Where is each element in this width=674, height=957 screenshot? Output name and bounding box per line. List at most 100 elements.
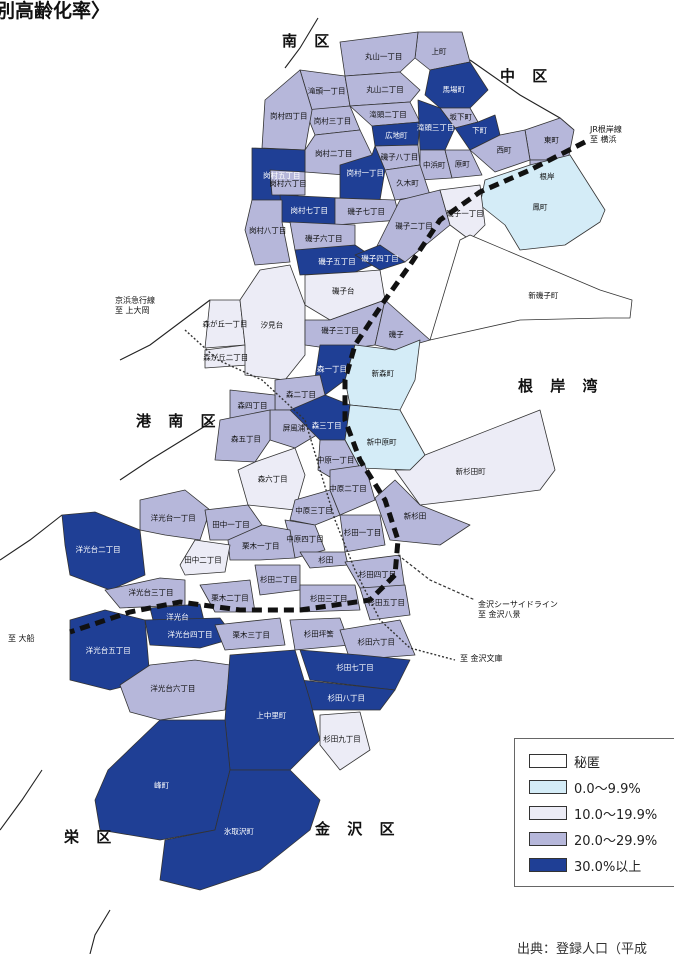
district-label: 新杉田町 xyxy=(456,466,486,476)
district-label: 新森町 xyxy=(372,368,395,378)
district-label: 中原一丁目 xyxy=(317,455,355,465)
district-label: 中原二丁目 xyxy=(329,483,367,493)
district-label: 森三丁目 xyxy=(312,420,342,430)
district-label: 岗村七丁目 xyxy=(291,205,329,215)
district-label: 岗村五丁目 xyxy=(263,170,301,180)
legend-swatch xyxy=(529,780,567,794)
district-isogo-4 xyxy=(354,244,406,271)
district-label: 磯子六丁目 xyxy=(305,233,343,243)
district-label: 上中里町 xyxy=(256,710,286,720)
district-label: 杉田三丁目 xyxy=(310,593,348,603)
district-yokodai-3 xyxy=(104,577,186,609)
district-label: 洋光台四丁目 xyxy=(168,629,213,639)
rail-note-jr: JR根岸線 至 横浜 xyxy=(590,125,622,144)
district-label: 栗木三丁目 xyxy=(233,630,271,640)
rail-note-seaside: 金沢シーサイドライン 至 金沢八景 xyxy=(478,600,558,619)
jr-negishi-line xyxy=(69,139,587,635)
district-label: 洋光台六丁目 xyxy=(150,683,195,693)
district-label: 森が丘一丁目 xyxy=(203,318,248,328)
district-labels: 上町丸山一丁目滝頭一丁目丸山二丁目馬場町岗村三丁目滝頭二丁目坂下町岗村四丁目広地… xyxy=(76,47,560,836)
district-label: 滝頭一丁目 xyxy=(308,86,346,96)
district-okamura-6 xyxy=(269,169,306,196)
district-label: 中浜町 xyxy=(423,160,446,170)
district-label: 磯子台 xyxy=(332,285,355,295)
district-shiomidai xyxy=(239,264,306,381)
district-label: 田中二丁目 xyxy=(184,554,222,564)
district-label: 洋光台五丁目 xyxy=(86,645,131,655)
district-label: 磯子五丁目 xyxy=(318,256,356,266)
district-label: 東町 xyxy=(544,135,559,145)
map-title: 別高齢化率〉 xyxy=(0,0,111,22)
district-label: 森一丁目 xyxy=(317,364,347,374)
district-label: 杉田五丁目 xyxy=(368,597,406,607)
district-nishimachi xyxy=(469,129,531,173)
district-label: 森二丁目 xyxy=(286,389,316,399)
legend-row-secret: 秘匿 xyxy=(529,753,600,771)
district-label: 岗村二丁目 xyxy=(315,148,353,158)
district-label: 森五丁目 xyxy=(231,433,261,443)
legend-swatch xyxy=(529,832,567,846)
region-label-konan: 港 南 区 xyxy=(136,412,222,430)
district-isogo-1 xyxy=(439,184,486,241)
district-kurigi-1 xyxy=(227,524,296,561)
legend-swatch xyxy=(529,806,567,820)
district-label: 森四丁目 xyxy=(238,400,268,410)
district-label: 中原三丁目 xyxy=(295,505,333,515)
region-label-naka: 中 区 xyxy=(500,67,554,85)
district-label: 栗木一丁目 xyxy=(242,541,280,551)
district-label: 杉田九丁目 xyxy=(323,733,361,743)
district-label: 洋光台三丁目 xyxy=(129,587,174,597)
legend-row-20-29: 20.0〜29.9% xyxy=(529,831,657,849)
district-yokodai-4 xyxy=(144,617,236,649)
district-label: 磯子八丁目 xyxy=(381,152,419,162)
district-label: 磯子三丁目 xyxy=(321,325,359,335)
district-mori-5 xyxy=(214,409,271,463)
legend-row-30-plus: 30.0%以上 xyxy=(529,857,642,875)
district-label: 氷取沢町 xyxy=(224,826,254,836)
district-sugita-7 xyxy=(299,649,411,691)
district-sugita-5 xyxy=(359,584,411,621)
district-label: 広地町 xyxy=(385,130,408,140)
district-shinsugita xyxy=(374,479,471,546)
district-label: 新杉田 xyxy=(404,511,427,521)
district-polygons xyxy=(61,31,633,891)
legend-row-10-19: 10.0〜19.9% xyxy=(529,805,658,823)
keikyu-line xyxy=(184,329,456,661)
legend-label: 10.0〜19.9% xyxy=(574,807,658,823)
district-label: 杉田二丁目 xyxy=(260,574,298,584)
district-shin-isogocho xyxy=(429,234,633,341)
district-nakahara-3 xyxy=(289,489,341,526)
district-label: 新磯子町 xyxy=(528,290,558,300)
district-label: 西町 xyxy=(497,145,512,154)
district-isogo xyxy=(374,299,431,351)
district-label: 岗村四丁目 xyxy=(270,111,308,121)
district-label: 洋光台二丁目 xyxy=(76,544,121,554)
district-label: 田中一丁目 xyxy=(212,519,250,529)
district-label: 岗村一丁目 xyxy=(347,167,385,177)
district-label: 森六丁目 xyxy=(258,473,288,483)
district-okamura-8 xyxy=(244,199,291,266)
district-isogo-2 xyxy=(374,189,451,263)
district-label: 上町 xyxy=(432,47,447,56)
district-label: 杉田 xyxy=(318,554,333,564)
district-hitorizawa xyxy=(159,769,321,891)
district-maruyama-2 xyxy=(344,71,421,107)
legend-row-0-9: 0.0〜9.9% xyxy=(529,779,641,797)
district-label: 丸山一丁目 xyxy=(365,51,403,61)
legend-swatch xyxy=(529,754,567,768)
rail-note-bunko: 至 金沢文庫 xyxy=(460,654,503,663)
legend-label: 0.0〜9.9% xyxy=(574,781,641,797)
district-minecho xyxy=(94,719,231,841)
district-shitamachi xyxy=(454,114,501,151)
region-label-kanazawa: 金 沢 区 xyxy=(315,820,401,838)
legend-label: 30.0%以上 xyxy=(574,859,642,875)
district-takigashira-3 xyxy=(417,99,456,151)
district-label: 洋光台一丁目 xyxy=(151,513,196,523)
district-maruyama-1 xyxy=(339,31,419,77)
district-shin-sugitacho xyxy=(394,409,556,506)
rail-note-keikyu: 京浜急行線 至 上大岡 xyxy=(115,296,155,315)
district-label: 洋光台 xyxy=(166,611,189,621)
district-label: 岗村六丁目 xyxy=(269,178,307,188)
district-label: 杉田八丁目 xyxy=(328,693,366,703)
